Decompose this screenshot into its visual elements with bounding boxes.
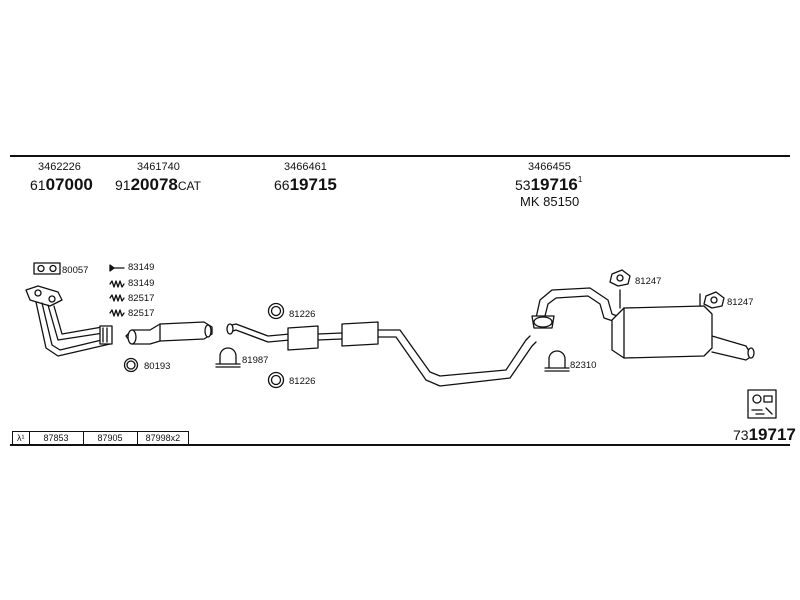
lambda-cell: λ¹: [13, 432, 30, 444]
label-82517-b[interactable]: 82517: [128, 308, 155, 319]
mount-81247-b-icon[interactable]: [703, 291, 725, 309]
part-ref-3: 3466461: [284, 161, 327, 173]
bolt-83149-a-icon[interactable]: [109, 264, 125, 272]
ring-81226-a-icon[interactable]: [267, 302, 285, 320]
label-81987[interactable]: 81987: [242, 355, 269, 366]
label-81247-a[interactable]: 81247: [635, 276, 662, 287]
catalyst-icon[interactable]: [125, 321, 213, 345]
cell-87905[interactable]: 87905: [84, 432, 138, 444]
mk-number[interactable]: MK 85150: [520, 194, 580, 209]
mount-81247-a-icon[interactable]: [609, 269, 631, 287]
ring-80193-icon[interactable]: [123, 357, 139, 373]
cell-87998x2[interactable]: 87998x2: [145, 433, 181, 443]
rear-muffler-icon[interactable]: [531, 287, 755, 361]
bolt-83149-b-icon[interactable]: [109, 280, 125, 288]
label-81226-b[interactable]: 81226: [289, 376, 316, 387]
part-ref-2: 3461740: [137, 161, 180, 173]
part-ref-1: 3462226: [38, 161, 81, 173]
label-82517-a[interactable]: 82517: [128, 293, 155, 304]
part-ref-4: 3466455: [528, 161, 571, 173]
part-number-3[interactable]: 6619715: [274, 175, 337, 194]
label-83149-a[interactable]: 83149: [128, 262, 155, 273]
part-number-1[interactable]: 6107000: [30, 175, 93, 194]
label-83149-b[interactable]: 83149: [128, 278, 155, 289]
label-80057[interactable]: 80057: [62, 265, 89, 276]
cell-87853[interactable]: 87853: [30, 432, 84, 444]
clamp-81987-icon[interactable]: [215, 347, 241, 368]
top-divider: [10, 155, 790, 157]
clamp-82310-icon[interactable]: [544, 350, 570, 372]
spring-82517-b-icon[interactable]: [109, 309, 125, 317]
label-81247-b[interactable]: 81247: [727, 297, 754, 308]
kit-number[interactable]: 7319717: [733, 425, 796, 444]
label-80193[interactable]: 80193: [144, 361, 171, 372]
spring-82517-a-icon[interactable]: [109, 294, 125, 302]
gasket-80057-icon[interactable]: [33, 262, 61, 275]
fitting-kit-row: λ¹ 87853 87905 87998x2: [12, 431, 190, 445]
part-number-2[interactable]: 9120078CAT: [115, 175, 201, 194]
kit-box-icon[interactable]: [747, 389, 777, 419]
label-81226-a[interactable]: 81226: [289, 309, 316, 320]
bottom-divider: [10, 444, 790, 446]
middle-pipe-icon[interactable]: [226, 321, 537, 387]
part-number-4[interactable]: 53197161: [515, 175, 583, 194]
front-pipe-icon[interactable]: [25, 285, 113, 357]
label-82310[interactable]: 82310: [570, 360, 597, 371]
ring-81226-b-icon[interactable]: [267, 371, 285, 389]
